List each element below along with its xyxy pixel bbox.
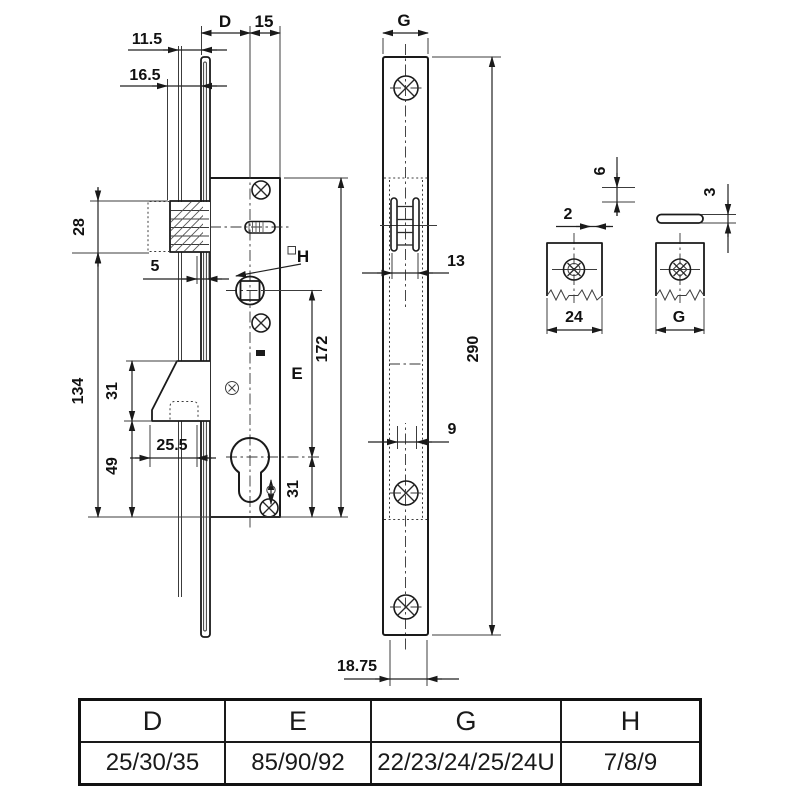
keeper-plate-g: G <box>655 233 705 334</box>
table-header-e: E <box>226 701 372 743</box>
dim-134: 134 <box>70 378 87 405</box>
dim-3: 3 <box>702 187 719 196</box>
side-dimensions: D 15 11.5 16.5 28 134 31 4 <box>70 12 348 518</box>
latch-bolt <box>147 200 210 253</box>
dim-9: 9 <box>448 421 457 438</box>
small-hole <box>225 381 239 395</box>
dim-backset: D <box>219 12 231 31</box>
table-value-g: 22/23/24/25/24U <box>372 743 562 783</box>
screw-icon <box>251 180 271 200</box>
dim-24: 24 <box>565 309 583 326</box>
dim-11-5: 11.5 <box>132 31 162 48</box>
table-value-d: 25/30/35 <box>81 743 226 783</box>
table-header-h: H <box>562 701 699 743</box>
dim-6: 6 <box>592 166 609 175</box>
screw-icon <box>390 75 422 101</box>
front-dimensions: G 13 9 290 18.75 <box>337 11 501 686</box>
screw-icon <box>390 594 422 620</box>
break-line <box>546 288 603 302</box>
euro-cylinder-hole <box>230 437 270 503</box>
square-symbol <box>287 246 296 255</box>
dim-28: 28 <box>71 218 88 236</box>
bolt-cutout <box>397 307 417 423</box>
keeper-plate-24: 24 <box>546 233 603 334</box>
dim-2: 2 <box>564 206 573 223</box>
dim-172: 172 <box>314 336 331 363</box>
dim-plate-width-g: G <box>397 11 410 30</box>
latch-bands <box>171 210 209 245</box>
front-view: G 13 9 290 18.75 <box>337 11 501 686</box>
dim-g-plate: G <box>673 309 685 326</box>
side-view: D 15 11.5 16.5 28 134 31 4 <box>70 12 348 638</box>
screw-icon <box>251 313 271 333</box>
dim-case-depth: 15 <box>255 12 274 31</box>
fixing-slot <box>244 220 276 234</box>
flat-keeper-profile <box>656 213 704 224</box>
faceplate-front <box>382 56 429 636</box>
dim-5: 5 <box>151 258 160 275</box>
hook-bolt <box>151 360 210 422</box>
latch-extended-outline <box>147 201 170 252</box>
dim-31-hook: 31 <box>104 382 121 400</box>
latch-hatch <box>171 202 203 251</box>
table-value-h: 7/8/9 <box>603 749 658 776</box>
screw-icon <box>668 258 692 281</box>
screw-icon <box>259 498 279 518</box>
dim-18-75: 18.75 <box>337 658 377 675</box>
table-value-e: 85/90/92 <box>226 743 372 783</box>
screw-icon <box>562 258 586 281</box>
dim-290: 290 <box>465 336 482 363</box>
flat-keeper-detail: 3 G <box>655 184 736 334</box>
spec-table: D E G H 25/30/35 85/90/92 22/23/24/25/24… <box>78 698 702 786</box>
break-line <box>655 288 705 302</box>
dim-13: 13 <box>447 253 465 270</box>
screw-icon <box>390 480 422 506</box>
rect-hole <box>256 350 265 356</box>
dim-31-cyl: 31 <box>285 480 302 498</box>
hook-keeper-detail: 2 6 24 <box>546 157 635 334</box>
dim-16-5: 16.5 <box>129 67 160 84</box>
cylinder-screw <box>266 479 276 505</box>
dim-follower-h: H <box>297 247 309 266</box>
faceplate-edge <box>200 56 211 638</box>
dim-49: 49 <box>104 457 121 475</box>
hook-retracted-outline <box>169 401 199 420</box>
follower-leader <box>235 263 302 278</box>
case-step <box>208 253 223 280</box>
table-header-g: G <box>372 701 562 743</box>
dim-25-5: 25.5 <box>156 437 187 454</box>
dim-centers-e: E <box>291 364 302 383</box>
roller-latch <box>380 197 437 252</box>
table-header-d: D <box>81 701 226 743</box>
